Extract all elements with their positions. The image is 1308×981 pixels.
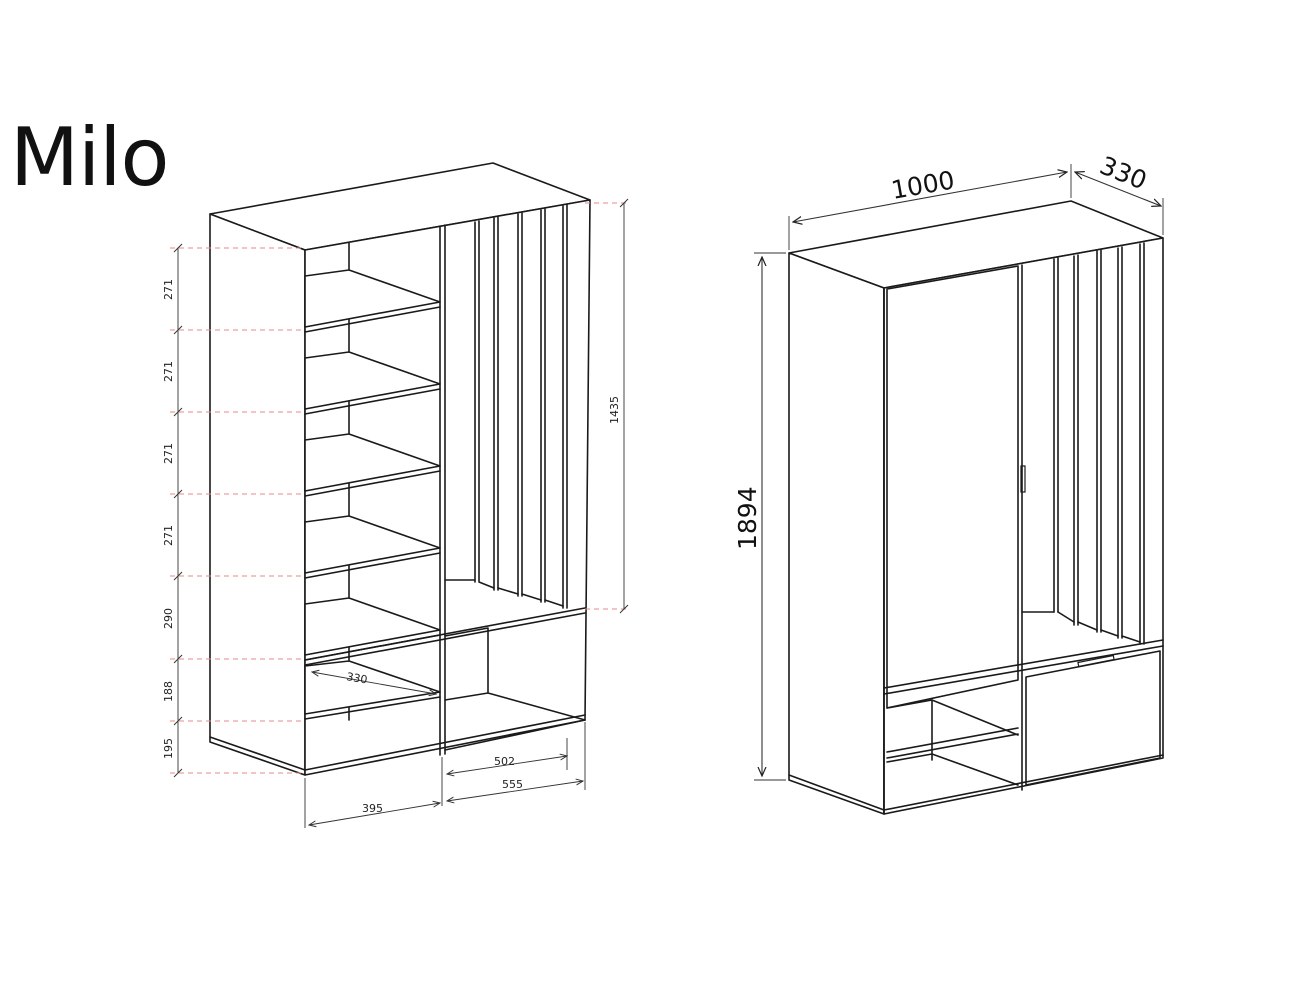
compartment-outer-width-label: 555	[502, 778, 523, 791]
overall-width-label: 1000	[889, 165, 957, 205]
compartment-inner-width-label: 502	[494, 755, 515, 768]
shelf-height-label: 188	[162, 681, 175, 702]
rail-height-label: 1435	[608, 396, 621, 424]
bottom-width-dimensions: 502 555 395	[304, 722, 586, 828]
left-width-label: 395	[362, 802, 383, 815]
inner-depth-label: 330	[345, 670, 368, 686]
shelf-height-label: 271	[162, 279, 175, 300]
overall-depth-label: 330	[1096, 151, 1151, 196]
shelf-height-label: 271	[162, 361, 175, 382]
rail-height-dimension: 1435	[608, 198, 629, 614]
shelf-height-label: 271	[162, 525, 175, 546]
right-decorative-slats	[1021, 242, 1145, 645]
inner-depth-dimension: 330	[312, 670, 436, 694]
shelf-height-label: 271	[162, 443, 175, 464]
drawer-front	[1025, 650, 1161, 786]
right-wardrobe-view	[788, 200, 1164, 815]
right-side-panel	[788, 252, 885, 815]
left-wardrobe-view	[209, 162, 591, 776]
overall-height-label: 1894	[733, 486, 762, 550]
left-height-extension-lines	[170, 202, 628, 774]
drawer-handle	[1077, 654, 1115, 668]
shelf-height-label: 290	[162, 608, 175, 629]
wardrobe-door	[886, 265, 1019, 709]
product-title: Milo	[10, 111, 169, 204]
door-handle	[1020, 465, 1026, 493]
left-side-panel	[209, 213, 306, 776]
left-height-dimensions: 271 271 271 271 290 188 195	[162, 243, 183, 778]
shelf-height-label: 195	[162, 738, 175, 759]
decorative-slats	[444, 204, 568, 609]
